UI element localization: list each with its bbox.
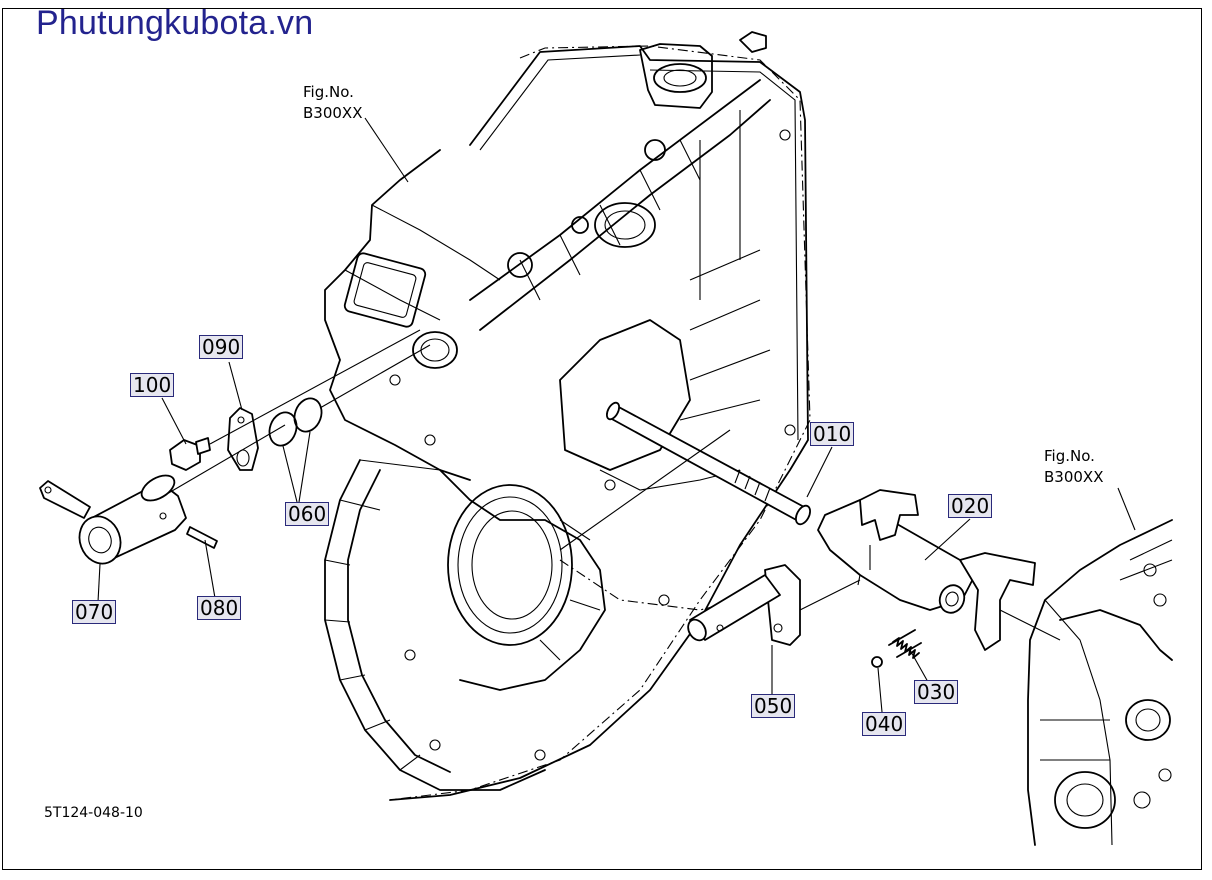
drawing-code: 5T124-048-10 <box>44 805 143 821</box>
bolt-100-drawing <box>169 437 211 471</box>
plate-090-drawing <box>227 407 259 471</box>
pin-050-drawing <box>687 564 801 646</box>
callout-030[interactable]: 030 <box>914 680 959 704</box>
figure-ref-number: B300XX <box>303 104 363 122</box>
callout-010[interactable]: 010 <box>810 422 855 446</box>
callout-060[interactable]: 060 <box>285 502 330 526</box>
spring-030-drawing <box>888 629 922 659</box>
sleeve-070-drawing <box>39 474 187 565</box>
callout-020[interactable]: 020 <box>948 494 993 518</box>
figure-ref-right[interactable]: Fig.No. B300XX <box>1044 446 1103 488</box>
shift-fork-020-drawing <box>817 489 1036 651</box>
callout-070[interactable]: 070 <box>72 600 117 624</box>
watermark: Phutungkubota.vn <box>36 4 314 42</box>
callout-100[interactable]: 100 <box>130 373 175 397</box>
figure-ref-number: B300XX <box>1044 468 1104 486</box>
callout-080[interactable]: 080 <box>197 596 242 620</box>
figure-ref-top-left[interactable]: Fig.No. B300XX <box>303 82 362 124</box>
callout-040[interactable]: 040 <box>862 712 907 736</box>
callout-050[interactable]: 050 <box>751 694 796 718</box>
shaft-010-drawing <box>605 401 811 526</box>
figure-ref-label: Fig.No. <box>303 83 354 101</box>
callout-090[interactable]: 090 <box>199 335 244 359</box>
pin-080-drawing <box>186 526 218 549</box>
housing-drawing <box>324 31 811 801</box>
o-rings-060-drawing <box>268 397 323 447</box>
leader-lines <box>97 117 1136 713</box>
diagram-frame <box>2 8 1202 870</box>
right-housing-drawing <box>1027 519 1173 846</box>
figure-ref-label: Fig.No. <box>1044 447 1095 465</box>
ball-040-drawing <box>871 656 883 668</box>
